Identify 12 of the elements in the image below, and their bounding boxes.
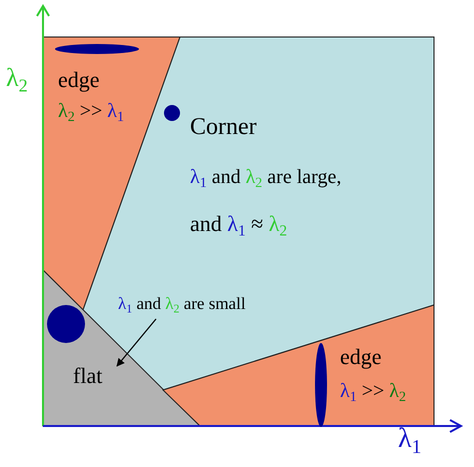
region-description: λ$_{1}$ >> λ$_{2}$ bbox=[340, 380, 406, 402]
axis-label: λ$_{1}$ bbox=[398, 424, 422, 455]
region-description: λ$_{2}$ >> λ$_{1}$ bbox=[58, 100, 124, 122]
arrow bbox=[116, 318, 156, 367]
region-title: edge bbox=[58, 68, 100, 92]
axis-label: λ$_{2}$ bbox=[6, 64, 28, 93]
region-title: Corner bbox=[190, 114, 257, 140]
region-title: flat bbox=[73, 364, 102, 388]
region-title: edge bbox=[340, 345, 382, 370]
region-description: and λ$_{1}$ ≈ λ$_{2}$ bbox=[190, 212, 288, 236]
region-description: λ$_{1}$ and λ$_{2}$ are large, bbox=[190, 166, 342, 188]
annotation-text: λ$_{1}$ and λ$_{2}$ are small bbox=[118, 295, 246, 314]
